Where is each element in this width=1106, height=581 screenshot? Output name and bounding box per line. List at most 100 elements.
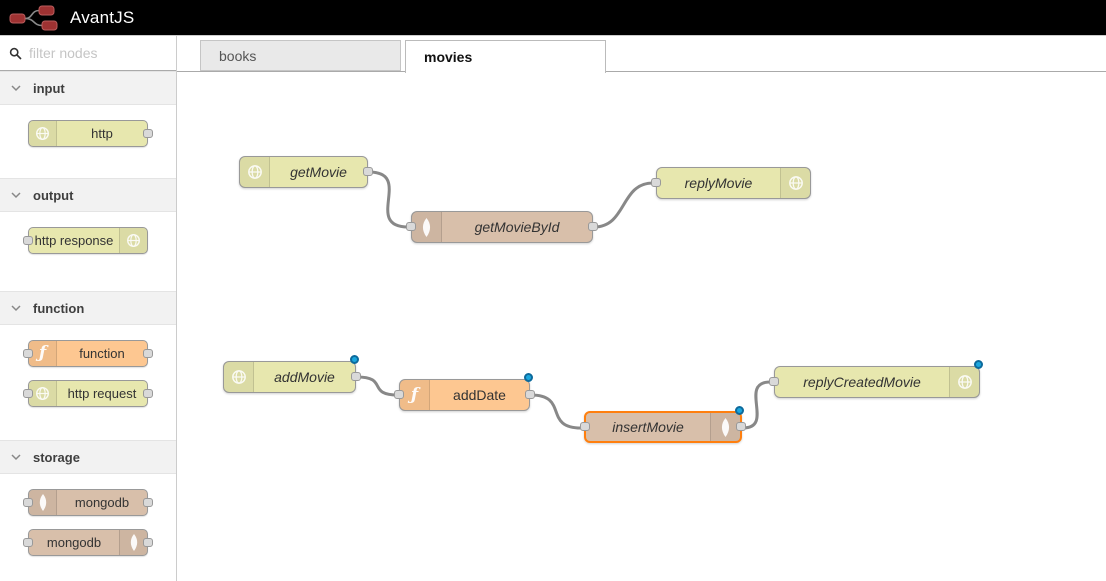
tab-movies[interactable]: movies: [405, 40, 606, 73]
category-label: function: [33, 300, 85, 316]
input-port[interactable]: [23, 235, 33, 245]
globe-icon: [780, 168, 810, 198]
header-divider: [0, 35, 1106, 36]
palette-node-mongodb-out[interactable]: mongodb: [23, 529, 153, 556]
palette-node-function[interactable]: ƒ function: [23, 340, 153, 367]
globe-icon: [240, 157, 270, 187]
wire-layer: [355, 170, 772, 430]
input-port[interactable]: [580, 422, 590, 431]
flow-node-replyMovie[interactable]: replyMovie: [651, 167, 811, 199]
palette-node-http-request[interactable]: http request: [23, 380, 153, 407]
output-port[interactable]: [143, 497, 153, 507]
node-label: replyCreatedMovie: [803, 374, 921, 390]
flow-node-insertMovie[interactable]: insertMovie: [580, 406, 746, 443]
palette-section-storage: mongodb mongodb: [0, 489, 176, 581]
node-red-logo-icon: [9, 5, 58, 30]
palette-category-function[interactable]: function: [0, 291, 176, 325]
input-port[interactable]: [23, 348, 33, 358]
palette-category-input[interactable]: input: [0, 71, 176, 105]
tab-label: books: [219, 47, 257, 64]
palette-node-http-response[interactable]: http response: [23, 227, 148, 254]
leaf-icon: [119, 530, 147, 555]
palette-node-label: http: [91, 126, 113, 141]
output-port[interactable]: [363, 167, 373, 176]
output-port[interactable]: [143, 128, 153, 138]
palette-section-function: ƒ function http request: [0, 340, 176, 440]
output-port[interactable]: [143, 388, 153, 398]
node-label: insertMovie: [612, 419, 684, 435]
palette-section-input: http: [0, 120, 176, 178]
category-label: storage: [33, 449, 80, 465]
globe-icon: [119, 228, 147, 253]
workspace: books movies: [177, 36, 1106, 581]
flow-node-addMovie[interactable]: addMovie: [223, 355, 361, 393]
palette-node-label: http request: [67, 386, 137, 401]
leaf-icon: [710, 413, 740, 441]
chevron-down-icon: [11, 84, 21, 91]
node-label: addDate: [453, 387, 506, 403]
tab-books[interactable]: books: [200, 40, 401, 71]
flow-node-replyCreatedMovie[interactable]: replyCreatedMovie: [769, 360, 983, 398]
output-port[interactable]: [143, 348, 153, 358]
flow-node-getMovieById[interactable]: getMovieById: [406, 211, 598, 243]
changed-indicator: [974, 360, 983, 369]
wire[interactable]: [741, 380, 772, 430]
input-port[interactable]: [769, 377, 779, 386]
leaf-icon: [29, 490, 57, 515]
flow-node-addDate[interactable]: ƒ addDate: [394, 373, 535, 411]
leaf-icon: [412, 212, 442, 242]
wire[interactable]: [367, 170, 410, 229]
globe-icon: [29, 381, 57, 406]
palette-node-http[interactable]: http: [28, 120, 153, 147]
flow-canvas[interactable]: getMovie getMovieById replyMovie: [177, 72, 1106, 581]
wire[interactable]: [592, 181, 655, 229]
changed-indicator: [350, 355, 359, 364]
palette-category-storage[interactable]: storage: [0, 440, 176, 474]
palette-node-label: function: [79, 346, 125, 361]
wire[interactable]: [355, 375, 400, 397]
flow-tab-bar: books movies: [177, 36, 1106, 73]
chevron-down-icon: [11, 191, 21, 198]
palette-node-label: mongodb: [46, 535, 102, 550]
chevron-down-icon: [11, 453, 21, 460]
palette-category-output[interactable]: output: [0, 178, 176, 212]
category-label: output: [33, 187, 74, 203]
output-port[interactable]: [351, 372, 361, 381]
globe-icon: [949, 367, 979, 397]
chevron-down-icon: [11, 304, 21, 311]
node-label: addMovie: [274, 369, 335, 385]
input-port[interactable]: [23, 388, 33, 398]
app-title: AvantJS: [70, 7, 135, 27]
wire[interactable]: [529, 393, 583, 430]
input-port[interactable]: [23, 537, 33, 547]
changed-indicator: [524, 373, 533, 382]
category-label: input: [33, 80, 65, 96]
function-icon: ƒ: [29, 341, 57, 366]
filter-nodes-input[interactable]: [29, 45, 169, 61]
globe-icon: [29, 121, 57, 146]
palette-node-label: mongodb: [74, 495, 130, 510]
node-label: getMovieById: [474, 219, 560, 235]
input-port[interactable]: [651, 178, 661, 187]
search-icon: [9, 47, 22, 60]
output-port[interactable]: [588, 222, 598, 231]
filter-nodes-box: [0, 36, 176, 71]
node-label: replyMovie: [684, 175, 753, 191]
palette-section-output: http response: [0, 227, 176, 291]
tab-label: movies: [424, 49, 473, 65]
changed-indicator: [735, 406, 744, 415]
flow-node-getMovie[interactable]: getMovie: [239, 156, 373, 188]
node-label: getMovie: [290, 164, 347, 180]
input-port[interactable]: [394, 390, 404, 399]
app-header: AvantJS: [0, 0, 1106, 35]
palette-node-label: http response: [34, 233, 114, 248]
function-icon: ƒ: [400, 380, 430, 410]
output-port[interactable]: [525, 390, 535, 399]
output-port[interactable]: [736, 422, 746, 431]
input-port[interactable]: [406, 222, 416, 231]
output-port[interactable]: [143, 537, 153, 547]
palette-node-mongodb-in[interactable]: mongodb: [23, 489, 153, 516]
input-port[interactable]: [23, 497, 33, 507]
globe-icon: [224, 362, 254, 392]
